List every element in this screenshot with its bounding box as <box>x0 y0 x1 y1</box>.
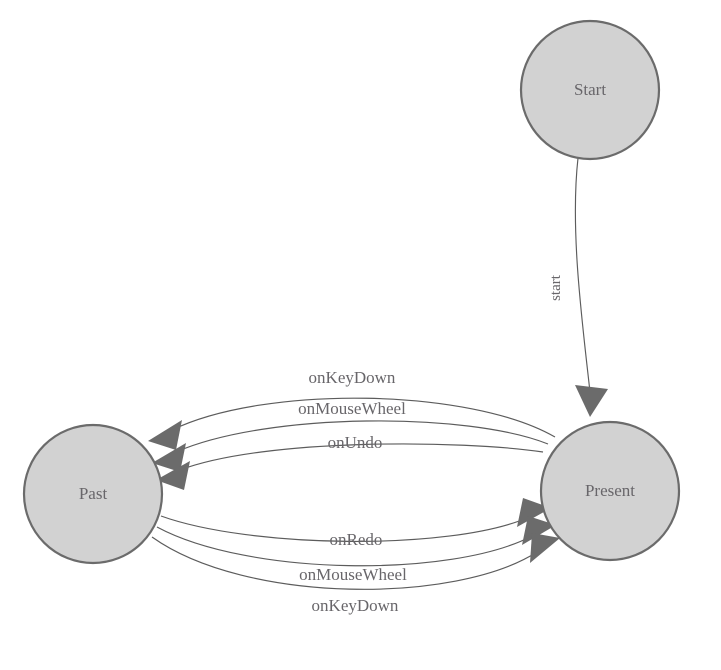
edge-present-to-past-onundo[interactable] <box>156 443 544 490</box>
edge-present-to-past-onmousewheel[interactable] <box>152 420 549 472</box>
arrowhead-past-to-present-onmousewheel <box>522 516 556 545</box>
edge-past-to-present-onmousewheel-path <box>156 526 533 567</box>
arrowhead-present-to-past-onkeydown <box>148 420 182 450</box>
node-present-circle <box>539 420 681 562</box>
edge-present-to-past-onundo-path <box>179 443 544 471</box>
node-past[interactable]: Past <box>22 423 164 565</box>
edge-label-past-to-present-onredo: onRedo <box>330 530 383 549</box>
arrowhead-start-to-present <box>575 385 608 417</box>
arrowhead-past-to-present-onkeydown <box>530 533 560 563</box>
edge-past-to-present-onmousewheel[interactable] <box>156 516 556 567</box>
node-start-label: Start <box>574 80 606 99</box>
edge-past-to-present-onkeydown-path <box>151 536 538 590</box>
edge-present-to-past-onmousewheel-path <box>175 420 549 453</box>
arrowhead-present-to-past-onundo <box>156 461 190 490</box>
edge-past-to-present-onredo-path <box>160 515 528 542</box>
edge-label-present-to-past-onkeydown: onKeyDown <box>309 368 396 387</box>
edge-label-present-to-past-onmousewheel: onMouseWheel <box>298 399 406 418</box>
node-start-circle <box>519 19 661 161</box>
edge-present-to-past-onkeydown[interactable] <box>148 397 556 450</box>
edge-label-past-to-present-onkeydown: onKeyDown <box>312 596 399 615</box>
edge-start-to-present[interactable] <box>574 157 608 417</box>
edge-start-to-present-path <box>574 157 591 393</box>
node-start[interactable]: Start <box>519 19 661 161</box>
edge-present-to-past-onkeydown-path <box>171 397 556 438</box>
node-past-circle <box>22 423 164 565</box>
arrowhead-present-to-past-onmousewheel <box>152 443 186 472</box>
edge-label-past-to-present-onmousewheel: onMouseWheel <box>299 565 407 584</box>
node-past-label: Past <box>79 484 108 503</box>
edge-label-start: start <box>548 274 564 301</box>
edge-past-to-present-onkeydown[interactable] <box>151 533 560 590</box>
node-present-label: Present <box>585 481 635 500</box>
node-present[interactable]: Present <box>539 420 681 562</box>
edge-label-present-to-past-onundo: onUndo <box>328 433 383 452</box>
